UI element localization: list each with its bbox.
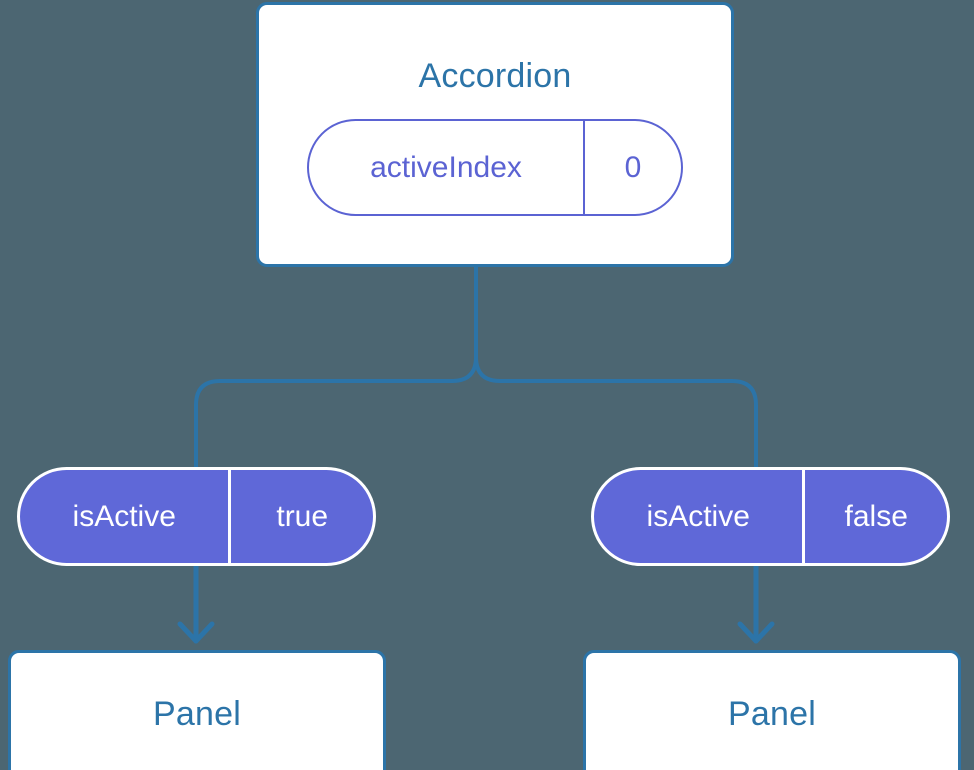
panel-component-box-left[interactable]: Panel [8,650,386,770]
arrow-left-panel [177,563,215,644]
accordion-title: Accordion [418,57,572,95]
prop-pill-right-key: isActive [594,470,806,563]
prop-pill-is-active-true[interactable]: isActive true [17,467,376,566]
panel-component-box-right[interactable]: Panel [583,650,961,770]
state-pill-active-index[interactable]: activeIndex 0 [307,119,683,216]
state-pill-value: 0 [624,150,642,184]
connector-branch-split [194,265,478,469]
prop-pill-right-value: false [844,499,908,533]
state-pill-key: activeIndex [309,121,586,214]
connector-branch-split-right [474,265,758,469]
panel-left-title: Panel [153,695,241,733]
prop-pill-is-active-false[interactable]: isActive false [591,467,950,566]
panel-right-title: Panel [728,695,816,733]
prop-pill-left-key: isActive [20,470,232,563]
prop-pill-left-value: true [276,499,329,533]
arrow-right-panel [737,563,775,644]
